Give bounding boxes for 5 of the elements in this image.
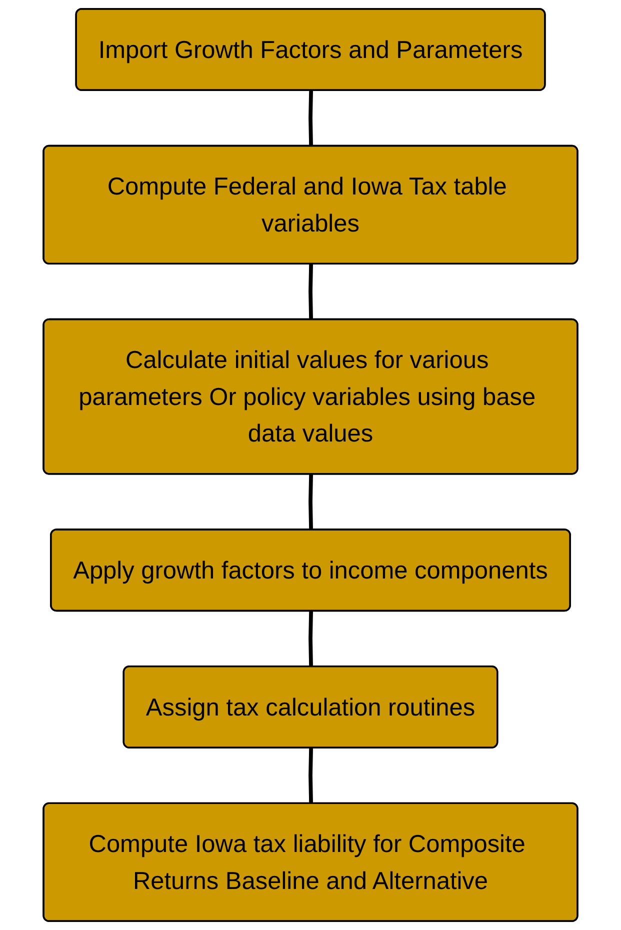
connector xyxy=(308,90,313,146)
connector xyxy=(308,474,313,530)
connector xyxy=(308,748,313,804)
connector xyxy=(308,611,313,667)
connector xyxy=(308,264,313,320)
